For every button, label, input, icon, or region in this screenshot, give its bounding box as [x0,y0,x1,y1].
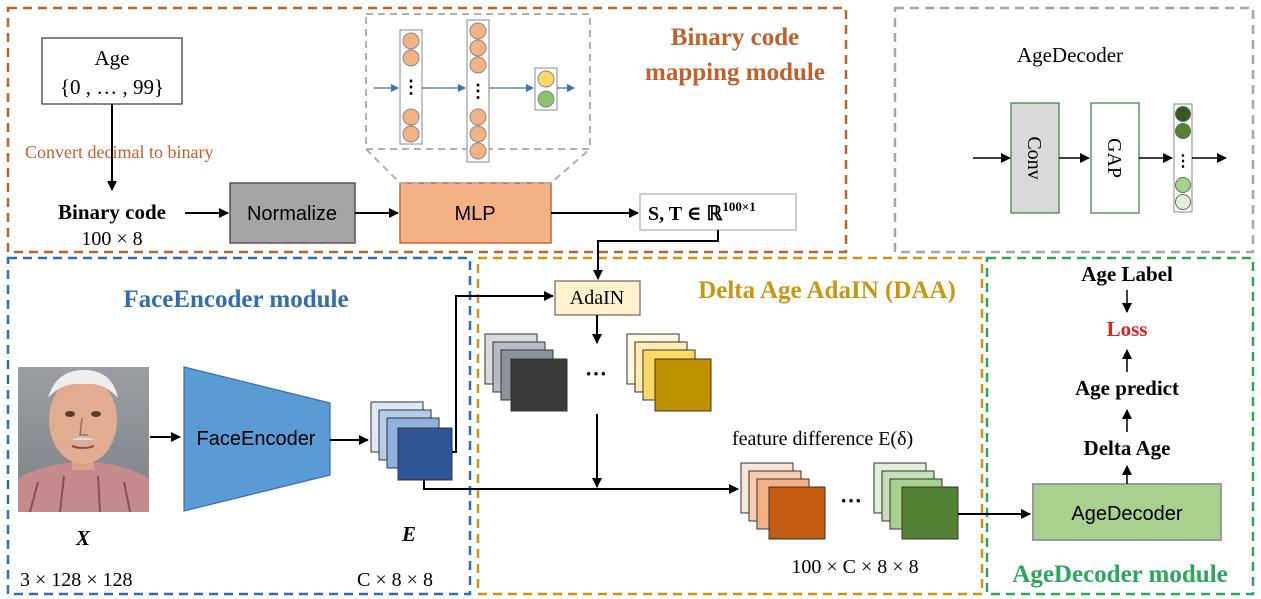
adain-box [554,280,641,316]
difference-stack-green [873,462,959,540]
mlp-layer-1: ⋮ [399,29,423,145]
loss-label: Loss [1107,317,1148,341]
difference-size: 100 × C × 8 × 8 [791,556,918,578]
gap-label: GAP [1103,138,1125,178]
e-size: C × 8 × 8 [357,569,433,591]
age-predict-label: Age predict [1075,376,1179,400]
svg-text:⋮: ⋮ [469,81,487,101]
binary-module-title-line1: Binary code [671,24,799,51]
binary-module-frame [6,6,848,254]
mlp-output-layer [534,67,558,111]
age-decoder-label: AgeDecoder [1071,503,1183,525]
conv-label: Conv [1023,136,1045,179]
mlp-box [399,182,552,244]
st-formula: S, T ∈ ℝ100×1 [648,199,756,225]
normalize-box [229,182,356,244]
face-module-frame [6,256,472,596]
arrow-e-to-difference [423,480,739,494]
st-superscript: 100×1 [722,199,755,214]
daa-ellipsis-bottom: ··· [840,488,862,513]
mlp-layer-2: ⋮ [466,19,490,163]
age-range-box [41,37,183,105]
feature-difference-label: feature difference E(δ) [732,428,913,450]
x-label: X [75,526,91,550]
daa-module-frame [476,256,984,596]
age-module-frame [985,256,1255,596]
face-encoder-block [183,366,331,512]
mlp-zoom-pointer [365,148,591,184]
daa-ellipsis-top: ··· [585,361,607,386]
adain-output-stack-yellow [626,333,712,412]
daa-module-title: Delta Age AdaIN (DAA) [698,277,956,304]
age-label-label: Age Label [1081,262,1173,286]
e-label: E [401,522,416,546]
convert-label: Convert decimal to binary [25,142,213,162]
binary-module-title-line2: mapping module [645,59,825,86]
decoder-panel-frame [893,6,1255,254]
x-size: 3 × 128 × 128 [20,569,133,591]
age-module-title: AgeDecoder module [1012,561,1227,588]
adain-label: AdaIN [570,287,624,309]
adain-output-stack-gray [484,333,568,412]
svg-text:⋮: ⋮ [402,77,420,97]
e-feature-stack [370,401,453,481]
face-photo-icon [18,367,149,513]
st-label: S, T ∈ ℝ [648,203,724,225]
arrow-st-to-adain [593,230,719,280]
normalize-label: Normalize [247,203,337,225]
binary-code-label: Binary code [58,200,166,224]
mlp-label: MLP [454,203,495,225]
arrow-e-to-adain [452,291,554,453]
age-box-label: Age [95,46,130,70]
decoder-output-vector: ⋮ [1173,103,1193,213]
binary-code-size: 100 × 8 [81,228,142,250]
svg-text:⋮: ⋮ [1175,153,1191,170]
decoder-panel-title: AgeDecoder [1017,43,1123,67]
delta-age-label: Delta Age [1084,436,1171,460]
difference-stack-orange [740,462,826,540]
age-range-label: {0 , … , 99} [60,75,164,99]
face-encoder-label: FaceEncoder [197,428,316,450]
gap-box [1090,102,1140,214]
age-decoder-box [1032,483,1222,541]
face-module-title: FaceEncoder module [123,286,348,313]
